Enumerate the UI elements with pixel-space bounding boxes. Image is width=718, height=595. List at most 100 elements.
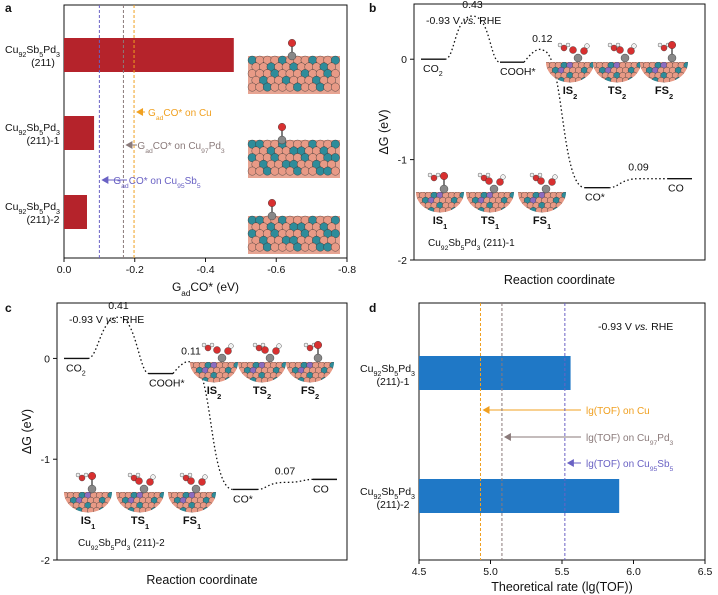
dome-atom <box>466 212 471 213</box>
barrier-curve-c-1 <box>172 361 234 491</box>
dome-atom <box>50 512 57 519</box>
dome-atom <box>196 388 203 395</box>
ylabel-b: ΔG (eV) <box>377 109 391 154</box>
potential-d: -0.93 V vs. RHE <box>598 321 673 333</box>
water-top-c-1-h1 <box>252 342 258 348</box>
adsorbate-top-b-2 <box>667 41 677 63</box>
surface-atom <box>293 166 302 176</box>
dome-atom <box>575 77 583 83</box>
dome-atom <box>160 502 167 509</box>
adsorbate-top-c-0-o1 <box>213 346 221 354</box>
dome-atom <box>190 382 195 383</box>
dome-atom <box>195 377 204 383</box>
dome-atom <box>67 512 75 513</box>
dome-atom <box>468 218 475 225</box>
dome-atom <box>468 207 475 214</box>
dome-atom <box>588 218 595 225</box>
dome-atom <box>174 518 181 525</box>
state-bot-b-0: IS1 <box>433 215 448 231</box>
adsorbate-top-c-1-o1 <box>261 346 269 354</box>
dome-atom <box>512 196 514 205</box>
dome-atom <box>622 77 630 83</box>
dome-atom <box>513 218 520 225</box>
dome-atom <box>580 77 589 83</box>
dome-atom <box>538 82 545 89</box>
dome-atom <box>582 218 589 225</box>
dome-atom <box>38 502 45 509</box>
bar-a-0 <box>64 38 234 72</box>
dome-atom <box>116 518 123 525</box>
dome-atom <box>692 88 699 95</box>
dome-atom <box>332 366 334 375</box>
dome-atom <box>238 372 243 380</box>
dome-atom <box>645 88 652 95</box>
barrier-label-b-1: 0.12 <box>532 33 553 45</box>
yticklabel-c-1: -1 <box>41 454 50 466</box>
dome-atom <box>408 202 415 209</box>
dome-atom <box>529 77 536 84</box>
dome-atom <box>168 507 175 514</box>
level-label-c-2: CO* <box>233 493 253 505</box>
dome-atom <box>241 382 249 383</box>
dome-atom <box>47 507 54 514</box>
surface-atom <box>262 242 272 252</box>
dome-atom <box>408 212 415 219</box>
surface-atom <box>330 69 340 79</box>
dome-atom <box>635 88 642 95</box>
yticklabel-b-0: 0 <box>401 54 407 66</box>
surface-atom <box>327 159 336 169</box>
surface-atom <box>293 242 302 252</box>
dome-atom <box>640 71 645 80</box>
water-bot-c-1 <box>127 472 141 482</box>
dome-atom <box>551 77 560 83</box>
dome-atom <box>353 362 360 369</box>
dome-atom <box>512 207 514 213</box>
dome-atom <box>507 218 514 225</box>
dome-atom <box>566 82 574 83</box>
dome-atom <box>221 382 230 383</box>
potential-c: -0.93 V vs. RHE <box>69 314 144 326</box>
water-bot-b-2-h1 <box>529 172 535 178</box>
dome-atom <box>338 377 345 384</box>
dome-atom <box>660 82 668 83</box>
dome-atom <box>535 88 542 95</box>
dome-atom <box>53 497 60 504</box>
adsorbate-top-b-1 <box>616 43 637 63</box>
dome-atom <box>157 518 164 525</box>
water-top-b-0 <box>557 42 571 52</box>
dome-atom <box>41 497 48 504</box>
dome-atom <box>471 212 478 219</box>
dome-atom <box>523 207 532 213</box>
dome-atom <box>116 518 123 525</box>
dome-atom <box>168 502 173 510</box>
refarrowhead-a-1 <box>125 141 133 149</box>
dome-atom <box>148 512 155 519</box>
dome-atom <box>469 212 477 213</box>
dome-atom <box>208 507 216 513</box>
dome-atom <box>193 382 201 383</box>
surface-atom <box>330 55 340 65</box>
dome-atom <box>240 382 247 389</box>
dome-atom <box>396 212 403 219</box>
dome-atom <box>209 518 216 525</box>
dome-atom <box>344 367 351 374</box>
bar-d-0 <box>419 356 571 390</box>
dome-atom <box>390 212 397 219</box>
dome-atom <box>281 372 286 380</box>
dome-atom <box>50 492 57 499</box>
dome-atom <box>506 207 514 213</box>
dome-atom <box>110 496 112 505</box>
state-bot-c-2: FS1 <box>183 515 201 531</box>
dome-atom <box>698 77 705 84</box>
water-bot-c-1-h2 <box>135 472 141 478</box>
dome-atom <box>626 82 633 89</box>
state-top-b-1: TS2 <box>608 85 626 101</box>
water-bot-b-2-h2 <box>537 172 543 178</box>
adsorbate-bot-c-2-o1 <box>187 477 195 485</box>
dome-atom <box>114 502 121 509</box>
adsorbate-top-b-2-o <box>668 41 677 50</box>
surface-atom <box>330 139 340 149</box>
dome-atom <box>242 388 249 395</box>
dome-atom <box>449 218 456 225</box>
dome-atom <box>535 77 542 84</box>
